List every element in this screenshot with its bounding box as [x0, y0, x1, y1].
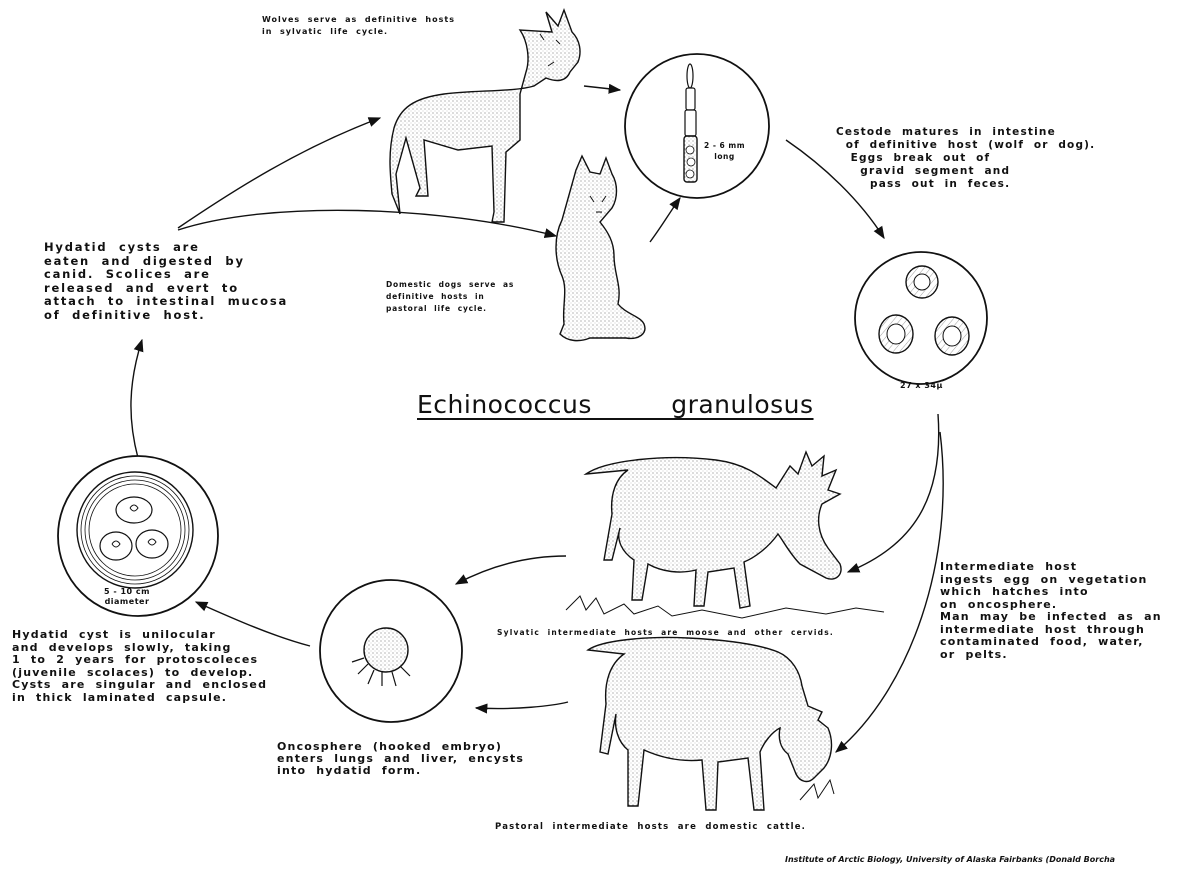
arrow-eggs-to-moose — [848, 414, 939, 572]
credit-line: Institute of Arctic Biology, University … — [785, 855, 1115, 864]
hydatid-develops-label: Hydatid cyst is unilocular and develops … — [12, 629, 267, 704]
cestode-circle — [625, 54, 769, 198]
arrow-wolf-to-cestode — [584, 86, 620, 90]
diagram-title: Echinococcus granulosus — [417, 390, 814, 419]
arrow-dog-to-cestode — [650, 198, 680, 242]
cyst-size-label: 5 - 10 cm diameter — [104, 587, 150, 607]
arrow-moose-to-oncosphere — [456, 556, 566, 584]
wolves-host-label: Wolves serve as definitive hosts in sylv… — [262, 14, 455, 38]
cestode-matures-label: Cestode matures in intestine of definiti… — [836, 126, 1095, 191]
oncosphere-circle — [320, 580, 462, 722]
wolf-illustration — [390, 10, 580, 222]
intermediate-host-label: Intermediate host ingests egg on vegetat… — [940, 561, 1162, 661]
cestode-length-label: 2 - 6 mm long — [704, 140, 745, 162]
arrow-cyst-to-canid — [131, 340, 142, 458]
moose-illustration — [566, 452, 884, 618]
arrow-eggs-to-cow — [836, 432, 943, 752]
arrow-cow-to-oncosphere — [476, 702, 568, 709]
egg-size-label: 27 x 34µ — [900, 381, 943, 390]
hydatid-eaten-label: Hydatid cysts are eaten and digested by … — [44, 241, 288, 322]
sylvatic-hosts-label: Sylvatic intermediate hosts are moose an… — [497, 628, 834, 637]
eggs-circle — [855, 252, 987, 384]
pastoral-hosts-label: Pastoral intermediate hosts are domestic… — [495, 822, 806, 832]
domestic-dogs-host-label: Domestic dogs serve as definitive hosts … — [386, 279, 514, 315]
cow-illustration — [588, 638, 834, 811]
dog-illustration — [556, 156, 645, 341]
oncosphere-label: Oncosphere (hooked embryo) enters lungs … — [277, 741, 524, 777]
